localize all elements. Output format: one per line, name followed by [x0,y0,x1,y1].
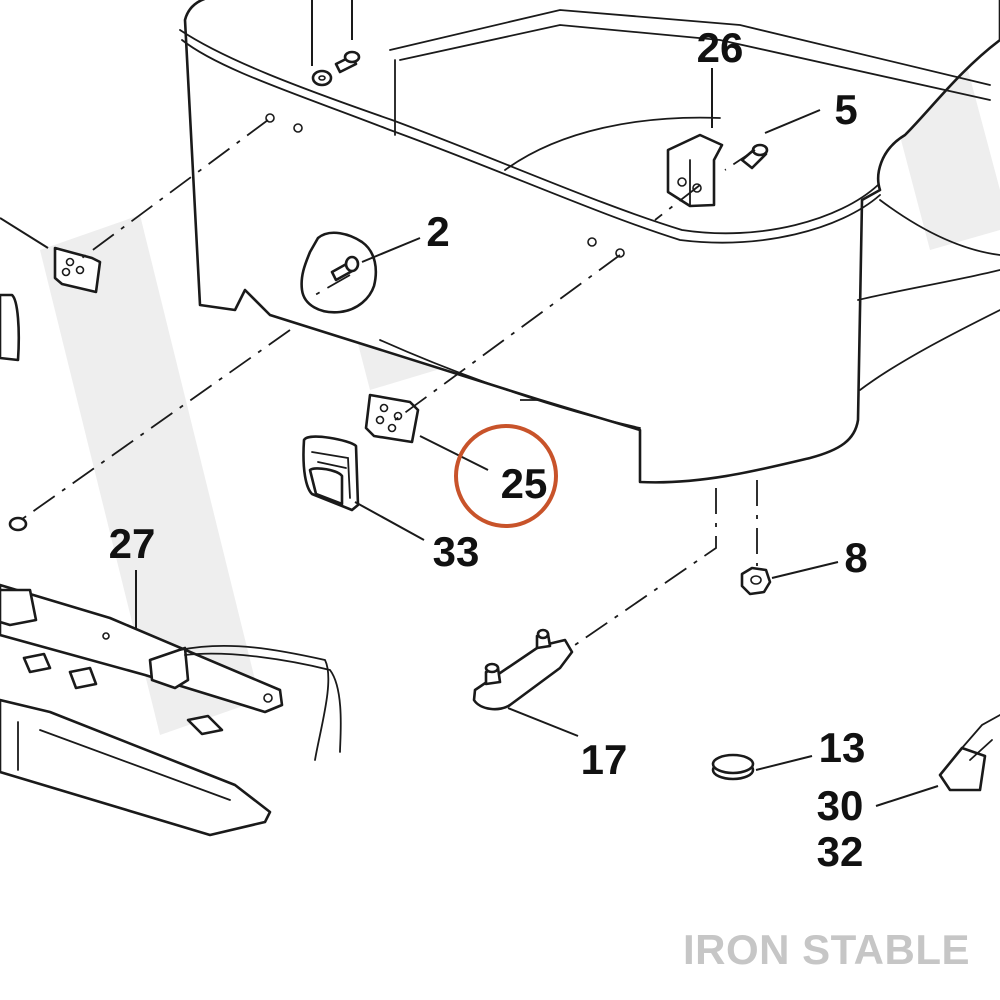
callout-2[interactable]: 2 [426,208,449,255]
callout-30[interactable]: 30 [817,782,864,829]
leader-lines [0,0,939,807]
callout-17[interactable]: 17 [581,736,628,783]
part-8-nut[interactable] [740,566,772,596]
callout-27[interactable]: 27 [109,520,156,567]
part-13-plug[interactable] [711,753,755,781]
callout-26[interactable]: 26 [697,24,744,71]
lamp-housing[interactable] [0,698,272,837]
part-33-clip-left[interactable] [0,293,21,362]
part-17-foot[interactable] [472,628,574,711]
callout-25[interactable]: 25 [501,460,548,507]
part-27-light-bracket[interactable] [0,583,342,761]
callout-5[interactable]: 5 [834,86,857,133]
assembly-lines [17,119,758,646]
top-screw-washer[interactable] [311,50,361,87]
brand-watermark: IRON STABLE [682,926,970,973]
saddlebag-body[interactable] [179,0,1000,484]
part-2-patch[interactable] [300,231,378,314]
part-25-block-left[interactable] [53,246,102,294]
bulbs[interactable] [22,652,224,736]
callout-33[interactable]: 33 [433,528,480,575]
callout-8[interactable]: 8 [844,534,867,581]
part-30-connector[interactable] [938,714,1000,792]
part-26-bracket[interactable] [666,133,724,208]
small-nut[interactable] [8,516,28,532]
callout-13[interactable]: 13 [819,724,866,771]
part-33-clip[interactable] [302,435,360,512]
highlight-circle [454,424,558,528]
callouts: 26 5 2 25 33 27 8 17 13 30 32 [109,24,868,875]
part-25-block[interactable] [364,393,420,444]
callout-32[interactable]: 32 [817,828,864,875]
